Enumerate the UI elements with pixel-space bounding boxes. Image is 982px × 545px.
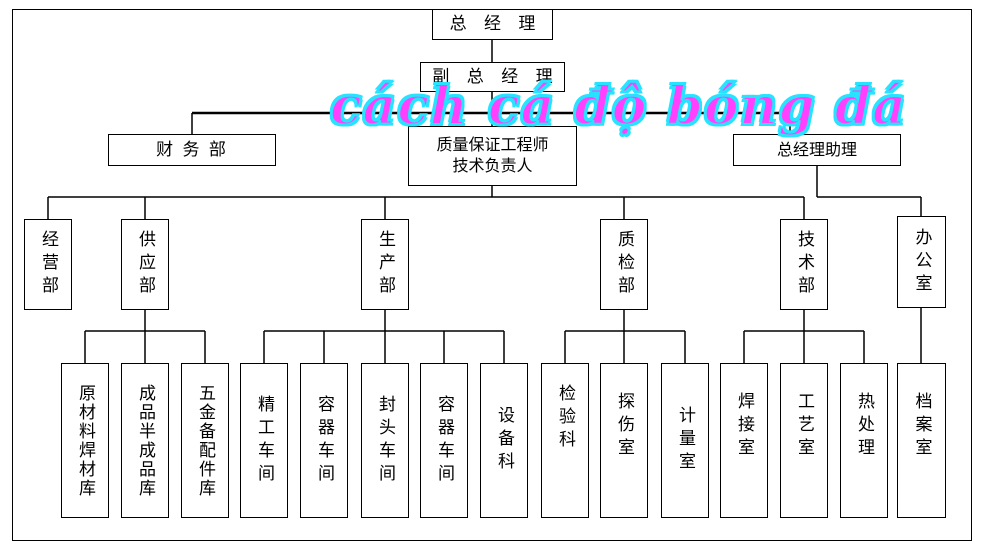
unit-equipment-section-box: 设备科 xyxy=(480,363,528,518)
unit-raw-material-store-label: 原材料焊材库 xyxy=(75,383,96,498)
gm-assistant-label: 总经理助理 xyxy=(776,139,857,159)
unit-finished-goods-store-box: 成品半成品库 xyxy=(121,363,169,518)
deputy-general-manager-label: 副 总 经 理 xyxy=(432,66,559,87)
unit-welding-room-box: 焊接室 xyxy=(720,363,768,518)
unit-hardware-store-box: 五金备配件库 xyxy=(181,363,229,518)
unit-head-workshop-label: 封头车间 xyxy=(375,394,396,487)
department-production-label: 生产部 xyxy=(375,230,396,299)
unit-metrology-room-label: 计量室 xyxy=(675,406,696,475)
department-office-label: 办公室 xyxy=(911,227,932,297)
unit-precision-workshop-box: 精工车间 xyxy=(240,363,288,518)
department-business-label: 经营部 xyxy=(38,230,59,299)
unit-head-workshop-box: 封头车间 xyxy=(361,363,409,518)
unit-heat-treatment-box: 热处理 xyxy=(840,363,888,518)
unit-raw-material-store-box: 原材料焊材库 xyxy=(61,363,109,518)
department-quality-inspection-box: 质检部 xyxy=(600,219,648,310)
department-production-box: 生产部 xyxy=(361,219,409,310)
department-business-box: 经营部 xyxy=(24,219,72,310)
general-manager-box: 总 经 理 xyxy=(432,9,553,40)
unit-archive-room-box: 档案室 xyxy=(897,363,946,518)
department-office-box: 办公室 xyxy=(897,216,946,308)
unit-vessel-workshop-1-label: 容器车间 xyxy=(314,394,335,487)
unit-process-room-box: 工艺室 xyxy=(780,363,828,518)
unit-heat-treatment-label: 热处理 xyxy=(854,392,875,461)
unit-equipment-section-label: 设备科 xyxy=(494,406,515,475)
department-technology-box: 技术部 xyxy=(780,219,828,310)
unit-vessel-workshop-1-box: 容器车间 xyxy=(300,363,348,518)
department-quality-inspection-label: 质检部 xyxy=(614,230,635,299)
unit-metrology-room-box: 计量室 xyxy=(661,363,709,518)
quality-engineer-label-line2: 技术负责人 xyxy=(452,156,533,175)
unit-finished-goods-store-label: 成品半成品库 xyxy=(135,383,156,498)
unit-vessel-workshop-2-label: 容器车间 xyxy=(434,394,455,487)
unit-precision-workshop-label: 精工车间 xyxy=(254,394,275,487)
general-manager-label: 总 经 理 xyxy=(449,14,542,35)
finance-department-label: 财 务 部 xyxy=(156,139,228,160)
deputy-general-manager-box: 副 总 经 理 xyxy=(420,62,565,92)
unit-inspection-section-box: 检验科 xyxy=(541,363,589,518)
unit-vessel-workshop-2-box: 容器车间 xyxy=(420,363,468,518)
department-supply-label: 供应部 xyxy=(135,230,156,299)
unit-flaw-detection-room-label: 探伤室 xyxy=(614,392,635,461)
unit-hardware-store-label: 五金备配件库 xyxy=(195,383,216,498)
unit-inspection-section-label: 检验科 xyxy=(555,384,576,453)
gm-assistant-box: 总经理助理 xyxy=(733,134,901,166)
unit-archive-room-label: 档案室 xyxy=(911,392,932,461)
unit-process-room-label: 工艺室 xyxy=(794,392,815,461)
unit-welding-room-label: 焊接室 xyxy=(734,392,755,461)
unit-flaw-detection-room-box: 探伤室 xyxy=(600,363,648,518)
department-supply-box: 供应部 xyxy=(121,219,169,310)
department-technology-label: 技术部 xyxy=(794,230,815,299)
finance-department-box: 财 务 部 xyxy=(108,134,276,166)
quality-engineer-box: 质量保证工程师 技术负责人 xyxy=(408,126,577,186)
quality-engineer-label-line1: 质量保证工程师 xyxy=(436,135,549,155)
